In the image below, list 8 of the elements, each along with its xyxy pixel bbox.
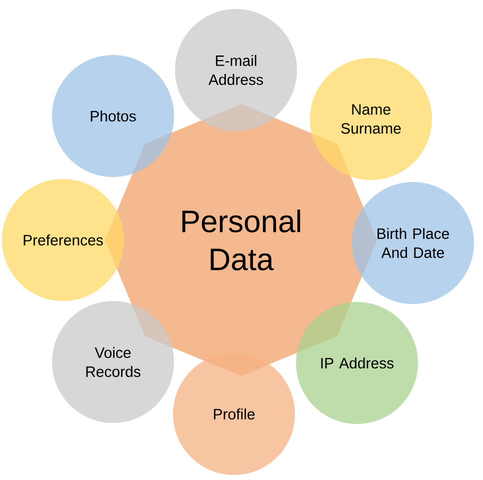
circle-node: E-mail Address — [175, 9, 297, 131]
circle-node: Photos — [52, 55, 174, 177]
circle-node: Voice Records — [52, 301, 174, 423]
circle-node: Preferences — [2, 179, 124, 301]
circle-node: Birth Place And Date — [352, 182, 474, 304]
circle-node: Profile — [173, 353, 295, 475]
circle-node: IP Address — [296, 302, 418, 424]
circle-node: Name Surname — [310, 58, 432, 180]
